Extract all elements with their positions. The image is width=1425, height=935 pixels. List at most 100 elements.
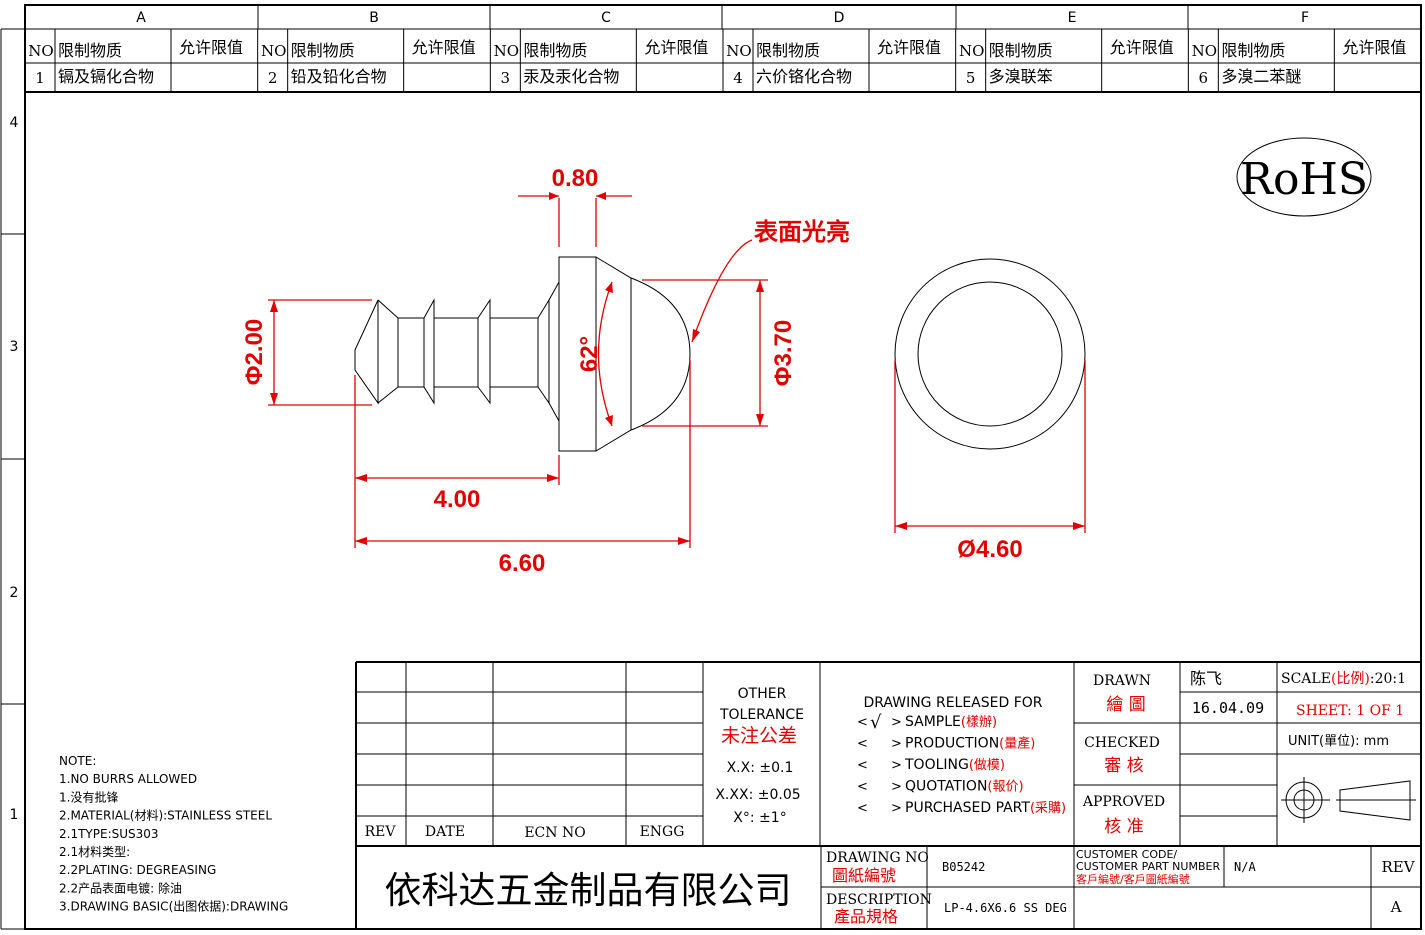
rs-header-no: NO <box>1192 42 1217 60</box>
release-bracket-right: > <box>891 780 902 795</box>
title-bottom-row: 依科达五金制品有限公司 DRAWING NO 圖紙編號 B05242 CUSTO… <box>385 846 1421 929</box>
rs-row-no: 4 <box>733 69 743 87</box>
release-bracket-right: > <box>891 801 902 816</box>
rs-header-no: NO <box>726 42 751 60</box>
rohs-label: RoHS <box>1240 154 1368 205</box>
rev-label: REV <box>1381 858 1415 876</box>
signature-block: DRAWN 繪 圖 陈飞 16.04.09 CHECKED 審 核 APPROV… <box>1073 662 1421 929</box>
ecn-col-label: ECN NO <box>524 825 585 841</box>
dimension-labels: 0.80 表面光亮 Φ2.00 62° Φ3.70 4.00 6.60 Ø4.6… <box>241 165 1023 577</box>
rs-header-limit: 允许限值 <box>1342 38 1406 57</box>
tolerance-block: OTHER TOLERANCE 未注公差 X.X: ±0.1 X.XX: ±0.… <box>715 662 821 846</box>
rs-row-no: 3 <box>501 69 511 87</box>
rs-header-no: NO <box>494 42 519 60</box>
engg-col-label: ENGG <box>640 824 685 840</box>
description-label-cn: 產品規格 <box>834 907 898 926</box>
zone-row-2: 2 <box>10 585 19 601</box>
rs-header-limit: 允许限值 <box>644 38 708 57</box>
drawn-label: DRAWN <box>1093 673 1151 689</box>
approved-label: APPROVED <box>1082 794 1165 810</box>
surface-finish-note: 表面光亮 <box>754 218 850 246</box>
customer-label-2: CUSTOMER PART NUMBER <box>1076 860 1220 873</box>
rs-header-substance: 限制物质 <box>291 41 355 60</box>
release-bracket-left: < <box>857 780 868 795</box>
date-col-label: DATE <box>425 824 465 840</box>
company-name: 依科达五金制品有限公司 <box>385 869 792 912</box>
rs-row-substance: 铅及铅化合物 <box>291 67 387 86</box>
projection-symbol <box>1281 777 1416 823</box>
description-label: DESCRIPTION <box>826 892 932 908</box>
release-bracket-right: > <box>891 737 902 752</box>
approved-label-cn: 核 准 <box>1104 817 1143 837</box>
customer-label-1: CUSTOMER CODE/ <box>1076 848 1177 861</box>
release-item: SAMPLE(樣辦) <box>905 714 997 730</box>
customer-value: N/A <box>1234 860 1256 874</box>
zone-col-f: F <box>1301 10 1309 26</box>
note-line: 1.NO BURRS ALLOWED <box>59 772 197 786</box>
part-side-view <box>354 256 691 452</box>
release-bracket-left: < <box>857 801 868 816</box>
rev-value: A <box>1390 898 1402 916</box>
zone-column-labels: A B C D E F <box>136 10 1309 26</box>
zone-row-dividers <box>1 233 25 705</box>
note-line: 2.2产品表面电镀: 除油 <box>59 880 182 895</box>
release-block: DRAWING RELEASED FOR <√>SAMPLE(樣辦)<>PROD… <box>857 695 1066 816</box>
rohs-badge: RoHS <box>1236 137 1372 217</box>
release-title: DRAWING RELEASED FOR <box>863 695 1042 711</box>
note-line: 2.MATERIAL(材料):STAINLESS STEEL <box>59 809 272 823</box>
scale-label: SCALE(比例):20:1 <box>1281 671 1406 687</box>
rs-header-limit: 允许限值 <box>179 38 243 57</box>
release-bracket-left: < <box>857 715 868 730</box>
drawing-border <box>24 4 1422 930</box>
note-line: 2.1材料类型: <box>59 845 130 859</box>
dim-head-diameter: Φ3.70 <box>770 320 797 386</box>
notes-block: NOTE: 1.NO BURRS ALLOWED 1.没有批锋 2.MATERIAL(… <box>59 754 288 914</box>
rs-row-no: 6 <box>1199 69 1209 87</box>
release-item: PURCHASED PART(采購) <box>905 800 1066 816</box>
dim-overall-length: 6.60 <box>499 550 546 577</box>
rev-col-label: REV <box>365 824 397 840</box>
rs-row-no: 2 <box>268 69 278 87</box>
tolerance-line1: OTHER <box>738 686 787 702</box>
customer-label-cn: 客戶編號/客戶圖紙編號 <box>1076 872 1190 886</box>
note-line: 1.没有批锋 <box>59 789 118 804</box>
dim-outer-diameter: Ø4.60 <box>957 536 1022 563</box>
unit-label: UNIT(單位): mm <box>1288 734 1389 749</box>
drawing-no-label: DRAWING NO <box>826 850 929 866</box>
rs-header-substance: 限制物质 <box>1221 41 1285 60</box>
note-line: 2.2PLATING: DEGREASING <box>59 863 216 877</box>
drawn-by-name: 陈飞 <box>1190 669 1222 688</box>
revision-grid: REV DATE ECN NO ENGG <box>356 662 704 846</box>
rs-header-substance: 限制物质 <box>756 41 820 60</box>
rs-header-limit: 允许限值 <box>412 38 476 57</box>
tolerance-xx: X.X: ±0.1 <box>727 760 794 776</box>
note-line: 3.DRAWING BASIC(出图依据):DRAWING <box>59 899 288 914</box>
zone-row-labels: 4 3 2 1 <box>10 115 19 823</box>
rs-row-substance: 六价铬化合物 <box>756 67 852 86</box>
checked-label: CHECKED <box>1084 735 1160 751</box>
rs-header-no: NO <box>28 42 53 60</box>
dim-tip-diameter: Φ2.00 <box>241 319 268 385</box>
dimension-lines <box>268 192 1086 548</box>
checked-label-cn: 審 核 <box>1104 756 1143 776</box>
zone-column-dividers <box>257 5 1189 29</box>
rs-header-no: NO <box>959 42 984 60</box>
zone-col-b: B <box>369 10 379 26</box>
note-line: NOTE: <box>59 754 96 768</box>
drawn-date: 16.04.09 <box>1192 699 1264 717</box>
zone-row-1: 1 <box>10 807 19 823</box>
zone-row-3: 3 <box>10 339 19 355</box>
rs-row-substance: 汞及汞化合物 <box>523 67 619 86</box>
release-item: PRODUCTION(量產) <box>905 736 1035 752</box>
rs-row-no: 5 <box>966 69 976 87</box>
rs-header-substance: 限制物质 <box>989 41 1053 60</box>
rs-header-limit: 允许限值 <box>1110 38 1174 57</box>
dim-angle: 62° <box>576 336 603 372</box>
release-bracket-right: > <box>891 715 902 730</box>
rs-header-limit: 允许限值 <box>877 38 941 57</box>
part-front-view <box>894 258 1086 450</box>
dim-head-thickness: 0.80 <box>552 165 599 192</box>
rs-row-no: 1 <box>35 69 45 87</box>
